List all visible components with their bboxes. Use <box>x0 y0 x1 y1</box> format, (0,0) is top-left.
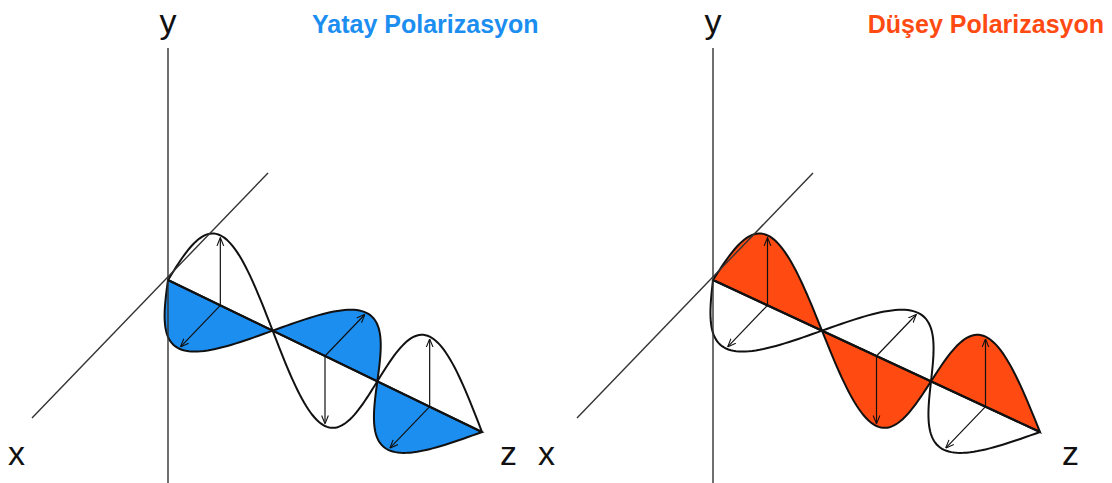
field-arrow <box>876 356 877 423</box>
field-arrow <box>390 407 429 448</box>
panel-title: Yatay Polarizasyon <box>312 12 539 37</box>
outline-wave <box>710 280 1040 453</box>
x-axis <box>577 173 813 418</box>
field-arrow <box>220 238 221 305</box>
field-arrow <box>181 305 220 346</box>
filled-wave <box>165 280 482 453</box>
y-axis <box>167 48 168 483</box>
panel-title: Düşey Polarizasyon <box>868 12 1104 37</box>
y-axis <box>712 48 713 483</box>
field-arrow <box>946 407 985 448</box>
axis-label: y <box>705 4 722 38</box>
horizontal-polarization <box>32 48 482 483</box>
field-arrow <box>767 238 768 305</box>
axis-label: z <box>500 436 517 470</box>
field-arrow <box>728 305 767 346</box>
axis-label: x <box>538 436 555 470</box>
axis-label: y <box>160 4 177 38</box>
outline-wave <box>168 233 482 432</box>
filled-wave <box>713 233 1040 432</box>
field-arrow <box>877 315 916 356</box>
axis-label: x <box>8 436 25 470</box>
field-arrow <box>429 340 430 407</box>
x-axis <box>32 173 268 418</box>
axis-label: z <box>1062 436 1079 470</box>
z-axis <box>168 280 482 432</box>
z-axis <box>713 280 1040 432</box>
field-arrow <box>324 356 325 423</box>
vertical-polarization <box>577 48 1040 483</box>
field-arrow <box>325 315 364 356</box>
field-arrow <box>985 340 986 407</box>
